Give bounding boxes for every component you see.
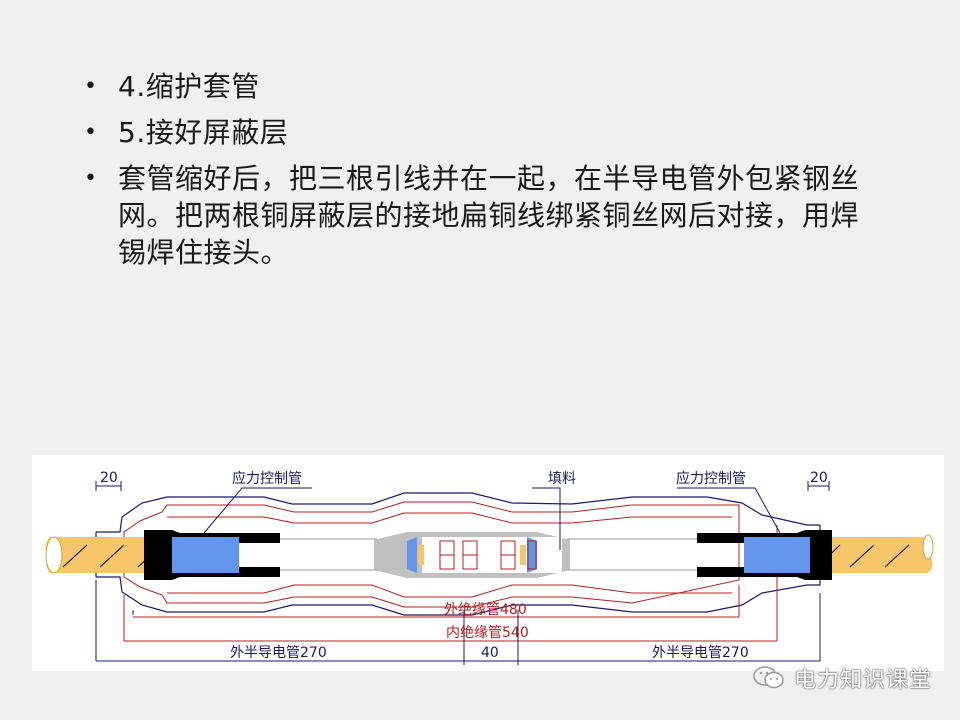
label-dim-left: 20: [100, 470, 118, 486]
bullet-marker: •: [84, 166, 98, 191]
cable-left: [45, 530, 280, 580]
watermark: 电力知识课堂: [752, 662, 932, 694]
top-dimensions: [95, 481, 830, 491]
diagram-svg: 应力控制管 填料 应力控制管 20 20 外绝缘管480 内绝缘管540 外半导…: [45, 470, 934, 665]
label-stress-tube-right: 应力控制管: [676, 470, 746, 487]
label-inner-insulation: 内绝缘管540: [446, 625, 529, 641]
wechat-icon: [752, 665, 786, 691]
label-outer-semicon-left: 外半导电管270: [230, 645, 327, 661]
label-outer-semicon-right: 外半导电管270: [652, 645, 749, 661]
bullet-text: 4.缩护套管: [118, 70, 260, 103]
bullet-text: 套管缩好后，把三根引线并在一起，在半导电管外包紧钢丝网。把两根铜屏蔽层的接地扁铜…: [118, 162, 860, 269]
label-filler: 填料: [548, 471, 576, 487]
bullet-text: 5.接好屏蔽层: [118, 116, 289, 149]
label-center-gap: 40: [481, 645, 499, 661]
center-connector: [374, 532, 570, 578]
bullet-marker: •: [84, 120, 98, 145]
label-dim-right: 20: [810, 470, 828, 486]
leader-lines: [203, 487, 781, 550]
bottom-dimensions: [95, 580, 821, 665]
bullet-item-step4: • 4.缩护套管: [82, 68, 872, 105]
stress-tube-left: [172, 537, 239, 573]
bullet-item-step5: • 5.接好屏蔽层: [82, 114, 872, 151]
label-outer-insulation: 外绝缘管480: [444, 602, 527, 618]
insulation-outlines: [123, 501, 778, 608]
bullet-item-description: • 套管缩好后，把三根引线并在一起，在半导电管外包紧钢丝网。把两根铜屏蔽层的接地…: [82, 160, 872, 271]
label-stress-tube-left: 应力控制管: [232, 470, 302, 487]
watermark-text: 电力知识课堂: [794, 668, 933, 693]
core-lines: [280, 538, 697, 571]
cable-joint-diagram: 应力控制管 填料 应力控制管 20 20 外绝缘管480 内绝缘管540 外半导…: [32, 455, 944, 671]
stress-tube-right: [744, 537, 810, 573]
bullet-list: • 4.缩护套管 • 5.接好屏蔽层 • 套管缩好后，把三根引线并在一起，在半导…: [82, 68, 872, 280]
cable-right: [697, 530, 934, 580]
bullet-marker: •: [84, 74, 98, 99]
